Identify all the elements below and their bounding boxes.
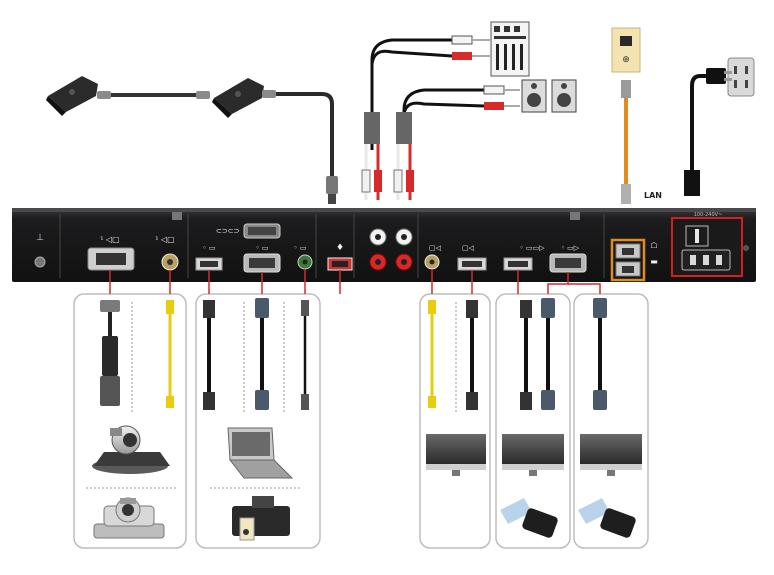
monitor-icon [426,434,486,476]
camera-control-cable [166,300,174,408]
speaker-icon [521,79,577,113]
dotted-separators [86,302,457,489]
camera-group-bracket [73,293,187,549]
camera-icon [92,425,170,474]
codec-label: ⊂⊃⊂⊃ [216,227,239,235]
svg-text:◦ ▭: ◦ ▭ [294,244,307,252]
power-plug-icon [684,68,732,196]
hdmi-input-cable [203,300,215,410]
svg-text:¹ ◁▢: ¹ ◁▢ [100,235,119,244]
projector-icon [500,498,558,538]
lan-cable [621,80,631,204]
svg-text:◦ ▭▭▷: ◦ ▭▭▷ [520,244,546,252]
svg-text:♦: ♦ [336,243,344,253]
monitor-icon [502,434,564,476]
audio-input-cable-bottom [301,300,309,410]
mic-link-cable [97,91,210,99]
projector-icon [578,498,636,538]
vga-output-cable-1 [541,298,555,410]
svg-text:⊕: ⊕ [622,55,630,65]
hdmi-output-cable-1 [466,300,478,410]
vga-output-cable-2 [593,298,607,410]
svg-text:▢◁: ▢◁ [462,244,475,252]
power-outlet-icon [727,57,755,97]
laptop-icon [227,427,294,479]
camera-icon [232,496,290,541]
lan-label: LAN [644,191,662,200]
network-jack-icon: ⊕ [611,27,641,73]
display-group-bracket-2 [495,293,571,549]
connection-lines [109,269,601,294]
monitor-icon [580,434,642,476]
computer-group-bracket [195,293,321,549]
mic-cable [262,90,338,204]
vga-input-cable [255,298,269,410]
codec-rear-panel: ⊥ ¹ ◁▢ ¹ ◁▢ ⊂⊃⊂⊃ ◦ ▭ ◦ ▭ ◦ ▭ ♦ [12,208,756,282]
svg-text:▬: ▬ [650,257,658,266]
svg-text:◦ ▭: ◦ ▭ [203,244,216,252]
svg-text:¹ ◁▢: ¹ ◁▢ [155,235,174,244]
svg-text:☖: ☖ [650,241,657,250]
display-group-bracket-1 [419,293,491,549]
audio-output-cables [393,85,520,200]
audio-mixer-icon [490,21,530,77]
microphone-icon [46,76,98,116]
microphone-icon [212,78,264,118]
audio-input-cables [361,35,490,200]
svg-text:◦ ▭: ◦ ▭ [256,244,269,252]
display-group-bracket-3 [573,293,649,549]
power-rating-label: 100-240V~ [694,212,723,218]
composite-output-cable [428,300,436,408]
svg-text:⊥: ⊥ [36,233,44,243]
svg-text:◦ ▭▷: ◦ ▭▷ [561,244,580,252]
camera-video-cable [100,300,120,406]
hdmi-output-cable-2 [520,300,532,410]
camera-icon [93,497,165,539]
svg-text:▢◁: ▢◁ [429,244,442,252]
